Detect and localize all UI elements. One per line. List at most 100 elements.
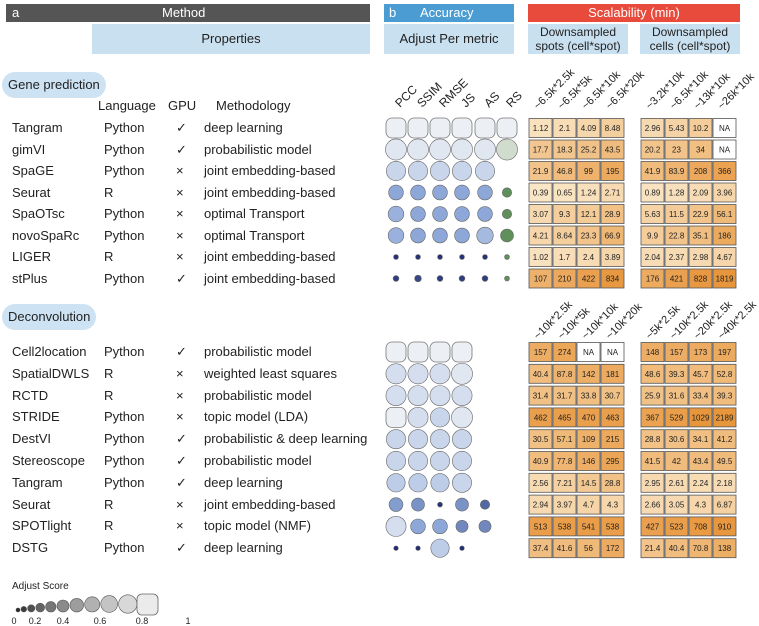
method-methodology: weighted least squares xyxy=(204,365,337,381)
method-methodology: probabilistic model xyxy=(204,344,312,359)
score-mark xyxy=(458,275,466,282)
score-mark xyxy=(451,406,473,429)
cell-time-label: 2.66 xyxy=(645,501,661,510)
cell-time-label: 421 xyxy=(670,275,684,284)
cell-time-label: 5.63 xyxy=(645,210,661,219)
cell-time-cell xyxy=(688,472,713,493)
method-gpu: ✓ xyxy=(176,120,187,135)
spot-time-cell xyxy=(600,268,625,289)
spot-time-cell xyxy=(576,516,601,537)
method-methodology: optimal Transport xyxy=(204,227,305,243)
spot-time-cell xyxy=(552,204,577,224)
spot-time-cell xyxy=(576,451,601,471)
cell-time-label: 41.5 xyxy=(645,457,661,466)
spot-time-cell xyxy=(576,363,601,384)
score-mark xyxy=(387,205,405,223)
method-language: Python xyxy=(104,409,145,425)
score-mark xyxy=(415,254,421,260)
method-language: R xyxy=(104,387,114,403)
score-mark xyxy=(410,206,426,222)
cell-time-label: 35.1 xyxy=(693,232,709,241)
cell-time-label: 2.96 xyxy=(645,124,661,133)
cell-time-cell xyxy=(664,268,689,289)
cell-time-cell xyxy=(712,247,737,267)
score-mark xyxy=(455,520,469,533)
method-language: Python xyxy=(104,540,145,556)
spot-time-label: 8.48 xyxy=(605,124,621,133)
score-mark xyxy=(386,473,406,493)
cell-time-cell xyxy=(688,182,713,203)
cell-time-cell xyxy=(640,451,665,471)
spot-time-label: 215 xyxy=(606,435,620,444)
score-mark xyxy=(385,516,407,537)
cell-time-cell xyxy=(664,342,689,362)
cell-time-cell xyxy=(640,538,665,559)
spot-time-label: 157 xyxy=(534,348,548,357)
cell-time-label: 41.9 xyxy=(645,167,661,176)
cell-time-cell xyxy=(688,494,713,515)
cell-time-cell xyxy=(640,429,665,450)
spot-time-label: NA xyxy=(607,348,619,357)
cell-time-cell xyxy=(640,385,665,406)
cell-time-label: 48.6 xyxy=(645,370,661,379)
cell-time-label: 2.95 xyxy=(645,479,661,488)
cell-time-label: 56.1 xyxy=(717,210,733,219)
panel-b-header: b Accuracy xyxy=(384,4,514,22)
cell-time-cell xyxy=(640,225,665,246)
cell-time-cell xyxy=(688,407,713,428)
score-mark xyxy=(407,138,429,161)
score-mark xyxy=(430,538,450,558)
cell-time-cell xyxy=(664,139,689,160)
spot-time-cell xyxy=(552,342,577,362)
spot-time-cell xyxy=(600,161,625,181)
cell-time-label: 427 xyxy=(646,522,660,531)
score-mark xyxy=(452,161,472,181)
spot-time-label: 834 xyxy=(606,275,620,284)
score-mark xyxy=(432,206,448,222)
score-mark xyxy=(504,254,510,260)
cell-time-cell xyxy=(688,385,713,406)
cell-time-cell xyxy=(712,472,737,493)
cell-time-cell xyxy=(664,161,689,181)
cell-time-cell xyxy=(664,118,689,138)
legend-mark xyxy=(84,596,101,613)
score-mark xyxy=(432,518,448,535)
spot-time-label: 1.12 xyxy=(533,124,549,133)
spot-time-label: 30.5 xyxy=(533,435,549,444)
score-mark xyxy=(455,497,469,512)
cell-time-cell xyxy=(712,385,737,406)
cell-time-label: 1.28 xyxy=(669,189,685,198)
spot-time-cell xyxy=(576,204,601,224)
spot-time-label: 541 xyxy=(582,522,596,531)
method-gpu: ✓ xyxy=(176,344,187,359)
cell-time-label: 6.87 xyxy=(717,501,733,510)
method-gpu: × xyxy=(176,387,184,403)
method-name-seurat: Seurat xyxy=(12,496,51,512)
spot-time-cell xyxy=(528,247,553,267)
score-mark xyxy=(500,228,514,243)
adjust-label: Adjust Per metric xyxy=(399,31,499,46)
method-name-spage: SpaGE xyxy=(12,163,54,178)
spot-time-cell xyxy=(552,429,577,450)
cell-time-label: 34 xyxy=(696,146,705,155)
method-name-liger: LIGER xyxy=(12,249,52,264)
cell-time-cell xyxy=(688,225,713,246)
cell-time-label: 34.1 xyxy=(693,435,709,444)
spot-time-label: 465 xyxy=(558,413,572,422)
spot-time-cell xyxy=(576,385,601,406)
spot-time-label: 31.4 xyxy=(533,392,549,401)
score-mark xyxy=(414,274,422,283)
spot-time-cell xyxy=(528,182,553,203)
method-methodology: joint embedding-based xyxy=(204,496,336,512)
spot-time-cell xyxy=(552,118,577,138)
cell-time-label: 43.4 xyxy=(693,457,709,466)
score-mark xyxy=(388,184,404,201)
spot-time-cell xyxy=(528,363,553,384)
method-gpu: × xyxy=(176,163,184,178)
panel-b-letter: b xyxy=(389,5,397,20)
score-mark xyxy=(385,406,407,428)
method-gpu: ✓ xyxy=(176,431,187,447)
score-mark xyxy=(474,138,496,161)
method-language: Python xyxy=(104,141,145,157)
cell-time-cell xyxy=(688,161,713,181)
